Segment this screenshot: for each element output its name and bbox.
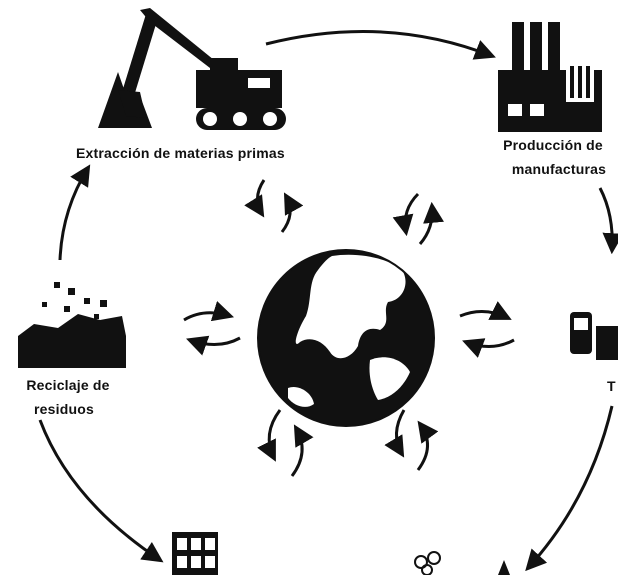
recycling-label-line-1: Reciclaje de xyxy=(26,377,110,393)
manufacturing-label-line-1: Producción de xyxy=(503,137,603,153)
excavator-icon xyxy=(98,8,286,130)
building-icon xyxy=(172,532,218,575)
truck-icon xyxy=(570,312,618,360)
transport-label: T xyxy=(607,378,616,394)
manufacturing-label-line-2: manufacturas xyxy=(511,161,607,177)
earth-globe-icon xyxy=(257,249,435,427)
waste-pile-icon xyxy=(18,282,126,368)
cycle-arrows xyxy=(38,30,618,572)
recycling-label-line-2: residuos xyxy=(34,401,94,417)
shopping-items-icon xyxy=(414,551,510,575)
factory-icon xyxy=(498,22,602,132)
extraction-label: Extracción de materias primas xyxy=(76,145,285,161)
exchange-arrows xyxy=(183,179,515,477)
